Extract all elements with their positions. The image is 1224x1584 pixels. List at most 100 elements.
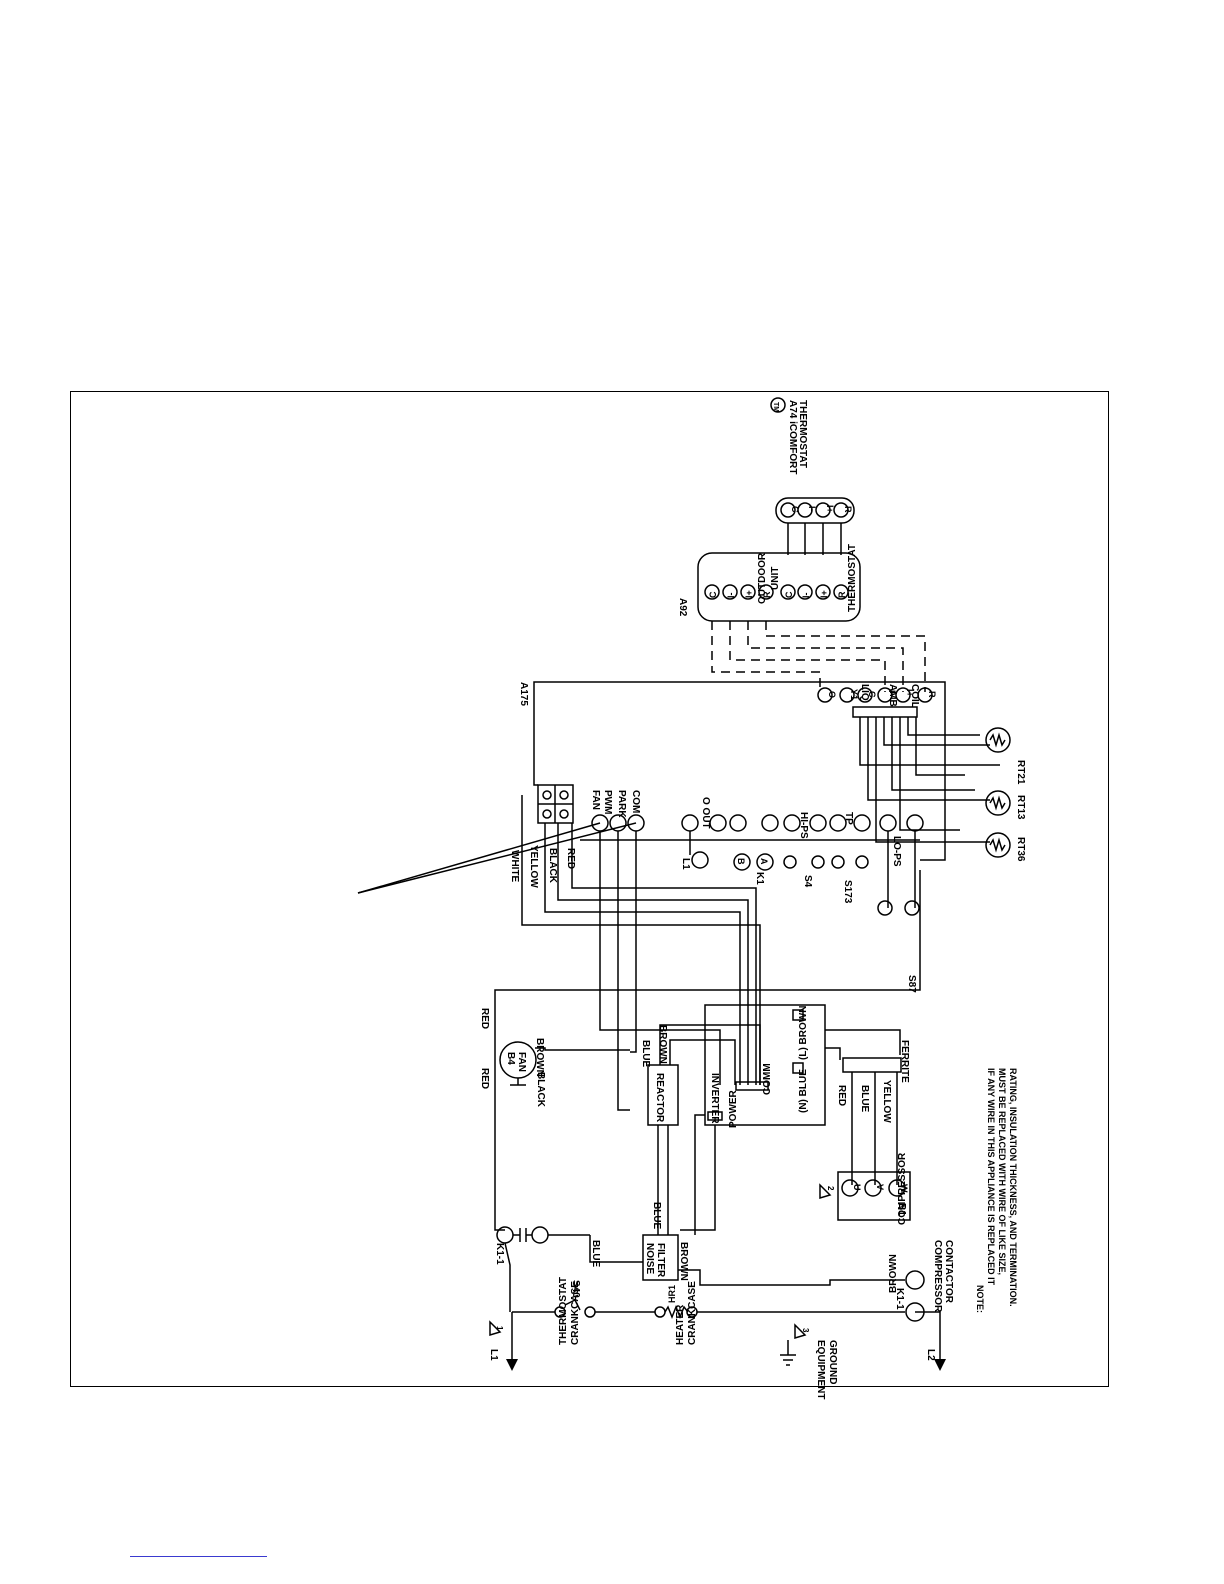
note-1-mark: 1: [495, 1326, 504, 1331]
a175-term-i-plus: I+: [905, 689, 915, 697]
note-line-3: RATING, INSULATION THICKNESS, AND TERMIN…: [1008, 1068, 1018, 1307]
outdoor-label: OUTDOOR: [757, 552, 768, 604]
a92-term-i-minus: I-: [726, 592, 736, 598]
crankcase-heater-label-2: HEATER: [675, 1304, 686, 1345]
inverter: [680, 1004, 901, 1235]
compressor: [819, 1171, 911, 1221]
rt36: [985, 832, 1011, 858]
a74-term-i-minus: I-: [807, 506, 817, 512]
fan-red-bottom-label: RED: [479, 1068, 490, 1089]
compressor-contactor: [905, 1270, 946, 1371]
a92-outdoor-interface: [697, 552, 861, 622]
equipment-label: EQUIPMENT: [815, 1340, 826, 1399]
note-line-1: IF ANY WIRE IN THIS APPLIANCE IS REPLACE…: [986, 1068, 996, 1286]
pwm-label: PWM: [602, 790, 613, 814]
k1-label: K1: [754, 872, 765, 885]
a92-term-c: C: [708, 591, 718, 598]
note-2-mark: 2: [826, 1186, 835, 1191]
k1-1-top-label: K1-1: [494, 1243, 505, 1265]
crankcase-heater-label-1: CRANKCASE: [687, 1281, 698, 1345]
comp-yellow-label: YELLOW: [881, 1080, 892, 1123]
comp-w-label: W: [899, 1184, 909, 1193]
fan-brown-label: BROWN: [534, 1038, 545, 1077]
com-label: COM: [630, 790, 641, 813]
reactor-blue-label: BLUE: [640, 1040, 651, 1068]
l2-label: L2: [925, 1349, 936, 1361]
hr1-label: HR1: [667, 1285, 677, 1303]
l1-coil: [691, 851, 709, 869]
compressor-label: COMPRESSOR: [897, 1152, 908, 1225]
comp-red-label: RED: [836, 1085, 847, 1106]
fan-circuit: [494, 870, 921, 1231]
b-label: B: [736, 858, 746, 865]
equipment-ground-symbol: [489, 1320, 807, 1366]
a92-label: A92: [677, 598, 688, 617]
tp-label: TP: [843, 812, 854, 825]
tm-mark: [770, 397, 786, 413]
a74-terminal-r: [833, 502, 849, 518]
s4-label: S4: [802, 875, 813, 888]
noise-label: NOISE: [644, 1243, 655, 1274]
a175-label: A175: [518, 682, 529, 706]
compressor-contactor-label-1: COMPRESSOR: [932, 1240, 943, 1313]
filter-blue-label: BLUE: [651, 1202, 662, 1230]
lo-ps-switch-a: [877, 900, 893, 916]
filter-label: FILTER: [655, 1243, 666, 1278]
fan-red-top-label: RED: [479, 1008, 490, 1029]
s40-label: S40: [570, 1280, 581, 1298]
k1-1-contactor: [496, 1226, 591, 1371]
reactor-label: REACTOR: [654, 1073, 665, 1123]
contactor-brown-label: BROWN: [888, 1254, 899, 1293]
lo-ps-label: LO-PS: [891, 836, 902, 867]
noise-filter: [589, 1234, 905, 1286]
lo-ps-switch-b: [904, 900, 920, 916]
comp-u-label: U: [852, 1184, 862, 1191]
crankcase-thermostat-label-1: CRANKCASE: [570, 1281, 581, 1345]
l1-coil-label: L1: [680, 858, 691, 870]
diagram-frame: [70, 391, 1109, 1387]
n-blue-label: (N) BLUE: [798, 1069, 809, 1113]
inverter-label: INVERTER: [709, 1073, 720, 1124]
red-wire-label: RED: [565, 848, 576, 869]
k1-1-bottom-label: K1-1: [894, 1288, 905, 1310]
note-3-mark: 3: [801, 1328, 810, 1333]
comp-blue-label: BLUE: [859, 1085, 870, 1113]
a-label: A: [759, 858, 769, 865]
yellow-wire-label: YELLOW: [528, 845, 539, 888]
note-title: NOTE:: [975, 1285, 985, 1313]
a74-thermostat: [770, 397, 855, 555]
note-line-2: MUST BE REPLACED WITH WIRE OF LIKE SIZE,: [997, 1068, 1007, 1275]
rt13-label: RT13: [1015, 795, 1026, 820]
unit-label: UNIT: [770, 567, 781, 590]
tm-label: TM: [772, 402, 779, 412]
b4-label: B4: [505, 1052, 516, 1065]
reactor-brown-label: BROWN: [657, 1025, 668, 1064]
a74-thermostat-label: THERMOSTAT: [797, 400, 808, 468]
a175-term-o: O: [827, 691, 837, 698]
a92-t-term-r: R: [837, 591, 847, 598]
hi-ps-label: HI-PS: [798, 812, 809, 839]
a74-term-c: C: [790, 506, 800, 513]
comp-v-label: V: [875, 1184, 885, 1190]
liq-label: LIQ: [859, 684, 870, 701]
ferrite-label: FERRITE: [899, 1040, 910, 1083]
a74-term-r: R: [843, 506, 853, 513]
o-out-label: O OUT: [700, 797, 711, 829]
crankcase-thermostat-label-2: THERMOSTAT: [558, 1277, 569, 1345]
a92-t-term-i-minus: I-: [801, 592, 811, 598]
a92-t-term-c: C: [784, 591, 794, 598]
crankcase-circuit: [512, 1298, 905, 1320]
a74-terminal-c: [780, 502, 796, 518]
a74-terminal-i-minus: [797, 502, 813, 518]
a74-terminal-i-plus: [815, 502, 831, 518]
reactor: [647, 1024, 761, 1235]
a175-term-c: C: [867, 691, 877, 698]
blue-line-label: BLUE: [590, 1240, 601, 1268]
rt21-label: RT21: [1015, 760, 1026, 785]
coil-label: COIL: [909, 684, 920, 708]
a175-term-i-minus: I-: [887, 690, 897, 696]
ground-label: GROUND: [827, 1340, 838, 1384]
a92-thermostat-label: THERMOSTAT: [847, 544, 858, 612]
a74-label: A74 iCOMFORT: [787, 400, 798, 474]
